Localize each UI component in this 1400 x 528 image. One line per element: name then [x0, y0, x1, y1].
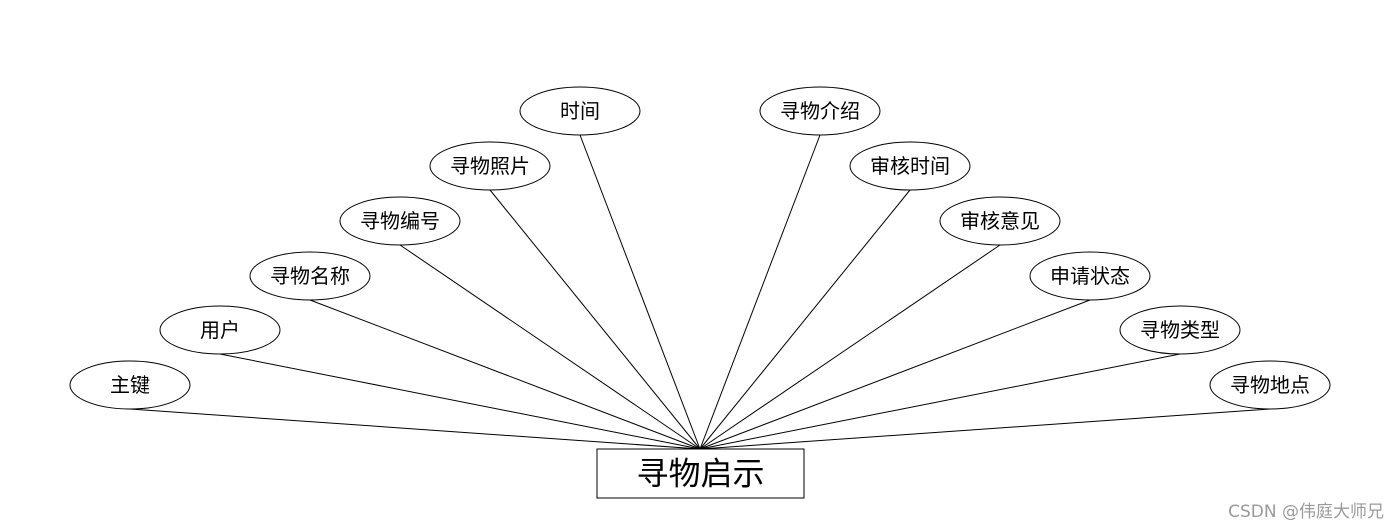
attribute-ellipse — [429, 141, 551, 191]
attr-review-opinion: 审核意见 — [939, 196, 1061, 246]
attr-time: 时间 — [519, 86, 641, 136]
attribute-label: 申请状态 — [1050, 264, 1130, 288]
attribute-ellipse — [849, 141, 971, 191]
watermark-text: CSDN @伟庭大师兄 — [1228, 502, 1384, 522]
attribute-ellipse — [759, 86, 881, 136]
attr-item-intro: 寻物介绍 — [759, 86, 881, 136]
entity-label: 寻物启示 — [636, 455, 764, 493]
attribute-label: 寻物地点 — [1230, 373, 1310, 397]
attribute-nodes: 主键 用户 寻物名称 寻物编号 寻物照片 时间 寻物介绍审核时间审核意见申请状态寻物类型寻物… — [69, 86, 1331, 410]
attribute-ellipse — [1029, 251, 1151, 301]
connector-line — [699, 244, 1001, 450]
attr-item-name: 寻物名称 — [249, 251, 371, 301]
attr-item-location: 寻物地点 — [1209, 360, 1331, 410]
connector-lines — [129, 134, 1271, 450]
connector-line — [399, 244, 701, 450]
connector-line — [699, 353, 1181, 450]
attr-item-type: 寻物类型 — [1119, 305, 1241, 355]
attribute-label: 寻物照片 — [450, 154, 530, 178]
attribute-ellipse — [69, 360, 191, 410]
connector-line — [699, 299, 1091, 450]
attr-item-photo: 寻物照片 — [429, 141, 551, 191]
connector-line — [309, 299, 701, 450]
connector-line — [699, 134, 821, 450]
attr-review-time: 审核时间 — [849, 141, 971, 191]
attribute-ellipse — [159, 305, 281, 355]
entity-box — [596, 448, 805, 499]
attribute-ellipse — [939, 196, 1061, 246]
attribute-label: 寻物名称 — [270, 264, 350, 288]
attribute-label: 寻物介绍 — [780, 99, 860, 123]
attribute-label: 时间 — [560, 99, 600, 123]
attr-primary-key: 主键 — [69, 360, 191, 410]
attribute-label: 寻物编号 — [360, 209, 440, 233]
connector-line — [489, 189, 701, 450]
attribute-ellipse — [519, 86, 641, 136]
attribute-label: 寻物类型 — [1140, 318, 1220, 342]
attr-item-number: 寻物编号 — [339, 196, 461, 246]
attribute-ellipse — [1119, 305, 1241, 355]
attribute-label: 主键 — [110, 373, 150, 397]
attribute-ellipse — [339, 196, 461, 246]
connector-line — [699, 189, 911, 450]
attribute-ellipse — [249, 251, 371, 301]
connector-line — [579, 134, 701, 450]
attribute-label: 审核意见 — [960, 209, 1040, 233]
connector-line — [699, 408, 1271, 450]
attribute-ellipse — [1209, 360, 1331, 410]
entity-node: 寻物启示 — [596, 448, 805, 499]
attr-apply-status: 申请状态 — [1029, 251, 1151, 301]
connector-line — [219, 353, 701, 450]
connector-line — [129, 408, 701, 450]
attribute-label: 审核时间 — [870, 154, 950, 178]
attribute-label: 用户 — [200, 318, 240, 342]
attr-user: 用户 — [159, 305, 281, 355]
